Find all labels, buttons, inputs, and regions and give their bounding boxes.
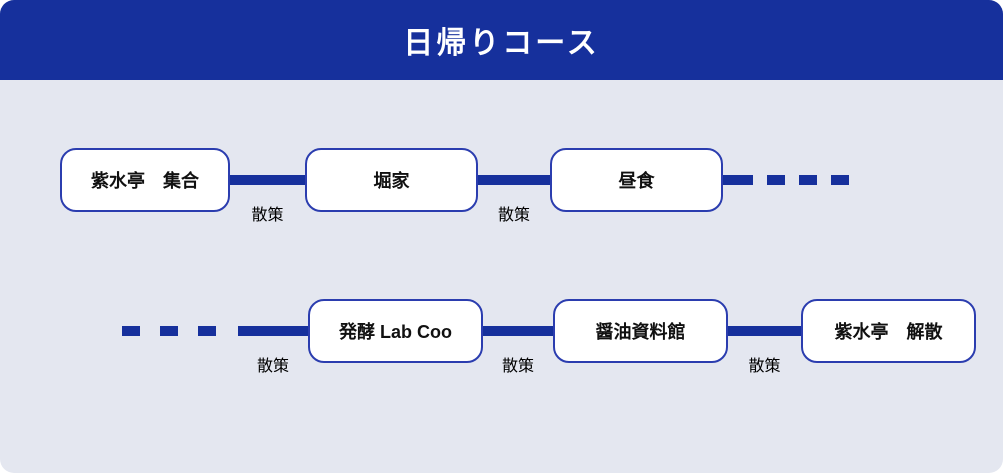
stop-hakko-lab-coo: 発酵 Lab Coo bbox=[308, 299, 483, 363]
dashed-continuation-left bbox=[122, 299, 236, 363]
page-title: 日帰りコース bbox=[403, 27, 600, 60]
walk-label: 散策 bbox=[251, 207, 284, 224]
dash-segment bbox=[831, 175, 849, 185]
connector-walk-3: 散策 bbox=[238, 299, 308, 375]
dashed-continuation-right bbox=[723, 148, 849, 212]
stop-meeting-point: 紫水亭 集合 bbox=[60, 148, 230, 212]
walk-label: 散策 bbox=[256, 358, 289, 375]
connector-line bbox=[728, 326, 801, 336]
connector-line bbox=[483, 326, 553, 336]
dash-segment bbox=[160, 326, 178, 336]
walk-label: 散策 bbox=[501, 358, 534, 375]
dash-segment bbox=[122, 326, 140, 336]
section-header: 日帰りコース bbox=[0, 0, 1003, 80]
course-row-1: 紫水亭 集合 散策 堀家 散策 昼食 bbox=[60, 148, 849, 224]
stop-horike: 堀家 bbox=[305, 148, 478, 212]
connector-line bbox=[478, 175, 550, 185]
connector-line bbox=[238, 326, 308, 336]
course-row-2: 散策 発酵 Lab Coo 散策 醤油資料館 散策 紫水亭 解散 bbox=[122, 299, 976, 375]
connector-walk-5: 散策 bbox=[728, 299, 801, 375]
walk-label: 散策 bbox=[497, 207, 530, 224]
dash-segment bbox=[767, 175, 785, 185]
stop-dismissal-point: 紫水亭 解散 bbox=[801, 299, 976, 363]
dash-segment bbox=[198, 326, 216, 336]
connector-line bbox=[230, 175, 305, 185]
connector-walk-4: 散策 bbox=[483, 299, 553, 375]
dash-segment bbox=[799, 175, 817, 185]
line-stub bbox=[723, 175, 753, 185]
stop-soy-sauce-museum: 醤油資料館 bbox=[553, 299, 728, 363]
connector-walk-1: 散策 bbox=[230, 148, 305, 224]
connector-walk-2: 散策 bbox=[478, 148, 550, 224]
stop-lunch: 昼食 bbox=[550, 148, 723, 212]
walk-label: 散策 bbox=[748, 358, 781, 375]
